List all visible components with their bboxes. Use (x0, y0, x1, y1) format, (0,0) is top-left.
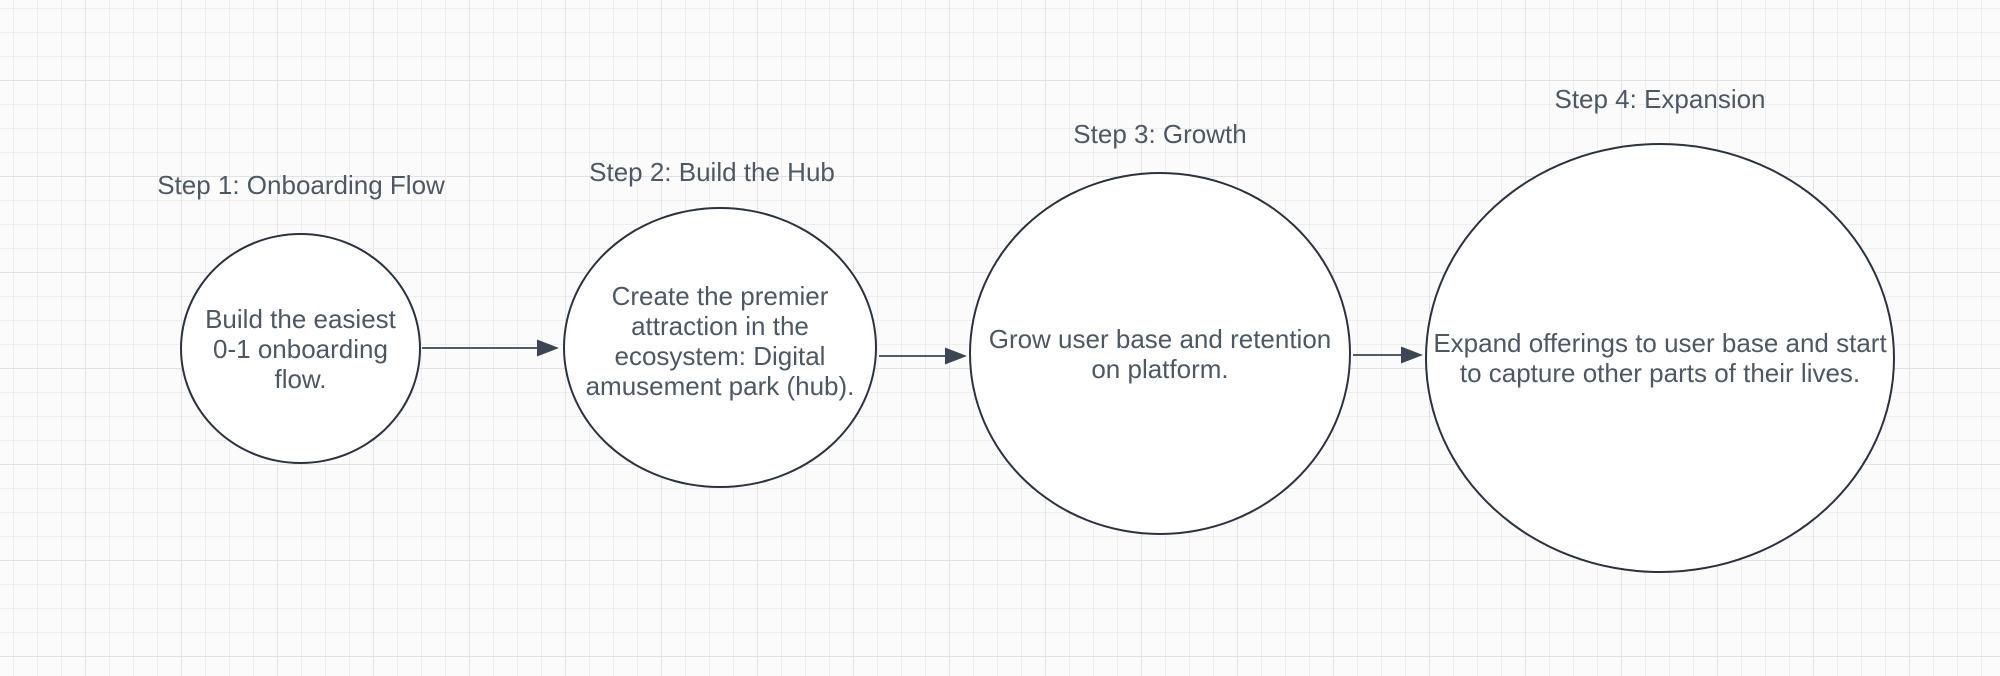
step-2-ellipse-shape[interactable]: Create the premier attraction in the eco… (563, 207, 877, 488)
step-3-title[interactable]: Step 3: Growth (1073, 119, 1247, 149)
label-line: amusement park (hub). (585, 370, 855, 401)
label-line: Expand offerings to user base and start (1433, 328, 1887, 358)
step-1-title[interactable]: Step 1: Onboarding Flow (157, 170, 445, 200)
step-2-label: Create the premier attraction in the eco… (586, 281, 855, 401)
label-line: Create the premier (611, 280, 829, 311)
label-line: Build the easiest (205, 303, 396, 334)
connector-arrow-step2-step3[interactable] (879, 347, 967, 365)
step-3-label: Grow user base and retention on platform… (989, 324, 1332, 384)
step-1-ellipse-shape[interactable]: Build the easiest 0-1 onboarding flow. (180, 233, 421, 464)
label-line: Grow user base and retention (988, 323, 1332, 354)
connector-arrow-step1-step2[interactable] (422, 339, 559, 357)
step-1-label: Build the easiest 0-1 onboarding flow. (205, 304, 396, 394)
connector-arrow-step3-step4[interactable] (1353, 346, 1423, 364)
label-line: ecosystem: Digital (614, 340, 826, 371)
step-4-ellipse-shape[interactable]: Expand offerings to user base and start … (1425, 143, 1895, 573)
label-line: flow. (274, 363, 327, 394)
step-4-title[interactable]: Step 4: Expansion (1554, 84, 1766, 114)
step-2-title[interactable]: Step 2: Build the Hub (589, 157, 835, 187)
step-4-label: Expand offerings to user base and start … (1433, 328, 1886, 388)
label-line: 0-1 onboarding (213, 333, 388, 364)
label-line: to capture other parts of their lives. (1459, 358, 1861, 388)
step-3-ellipse-shape[interactable]: Grow user base and retention on platform… (969, 172, 1351, 535)
label-line: on platform. (1091, 353, 1229, 384)
label-line: attraction in the (631, 310, 809, 341)
